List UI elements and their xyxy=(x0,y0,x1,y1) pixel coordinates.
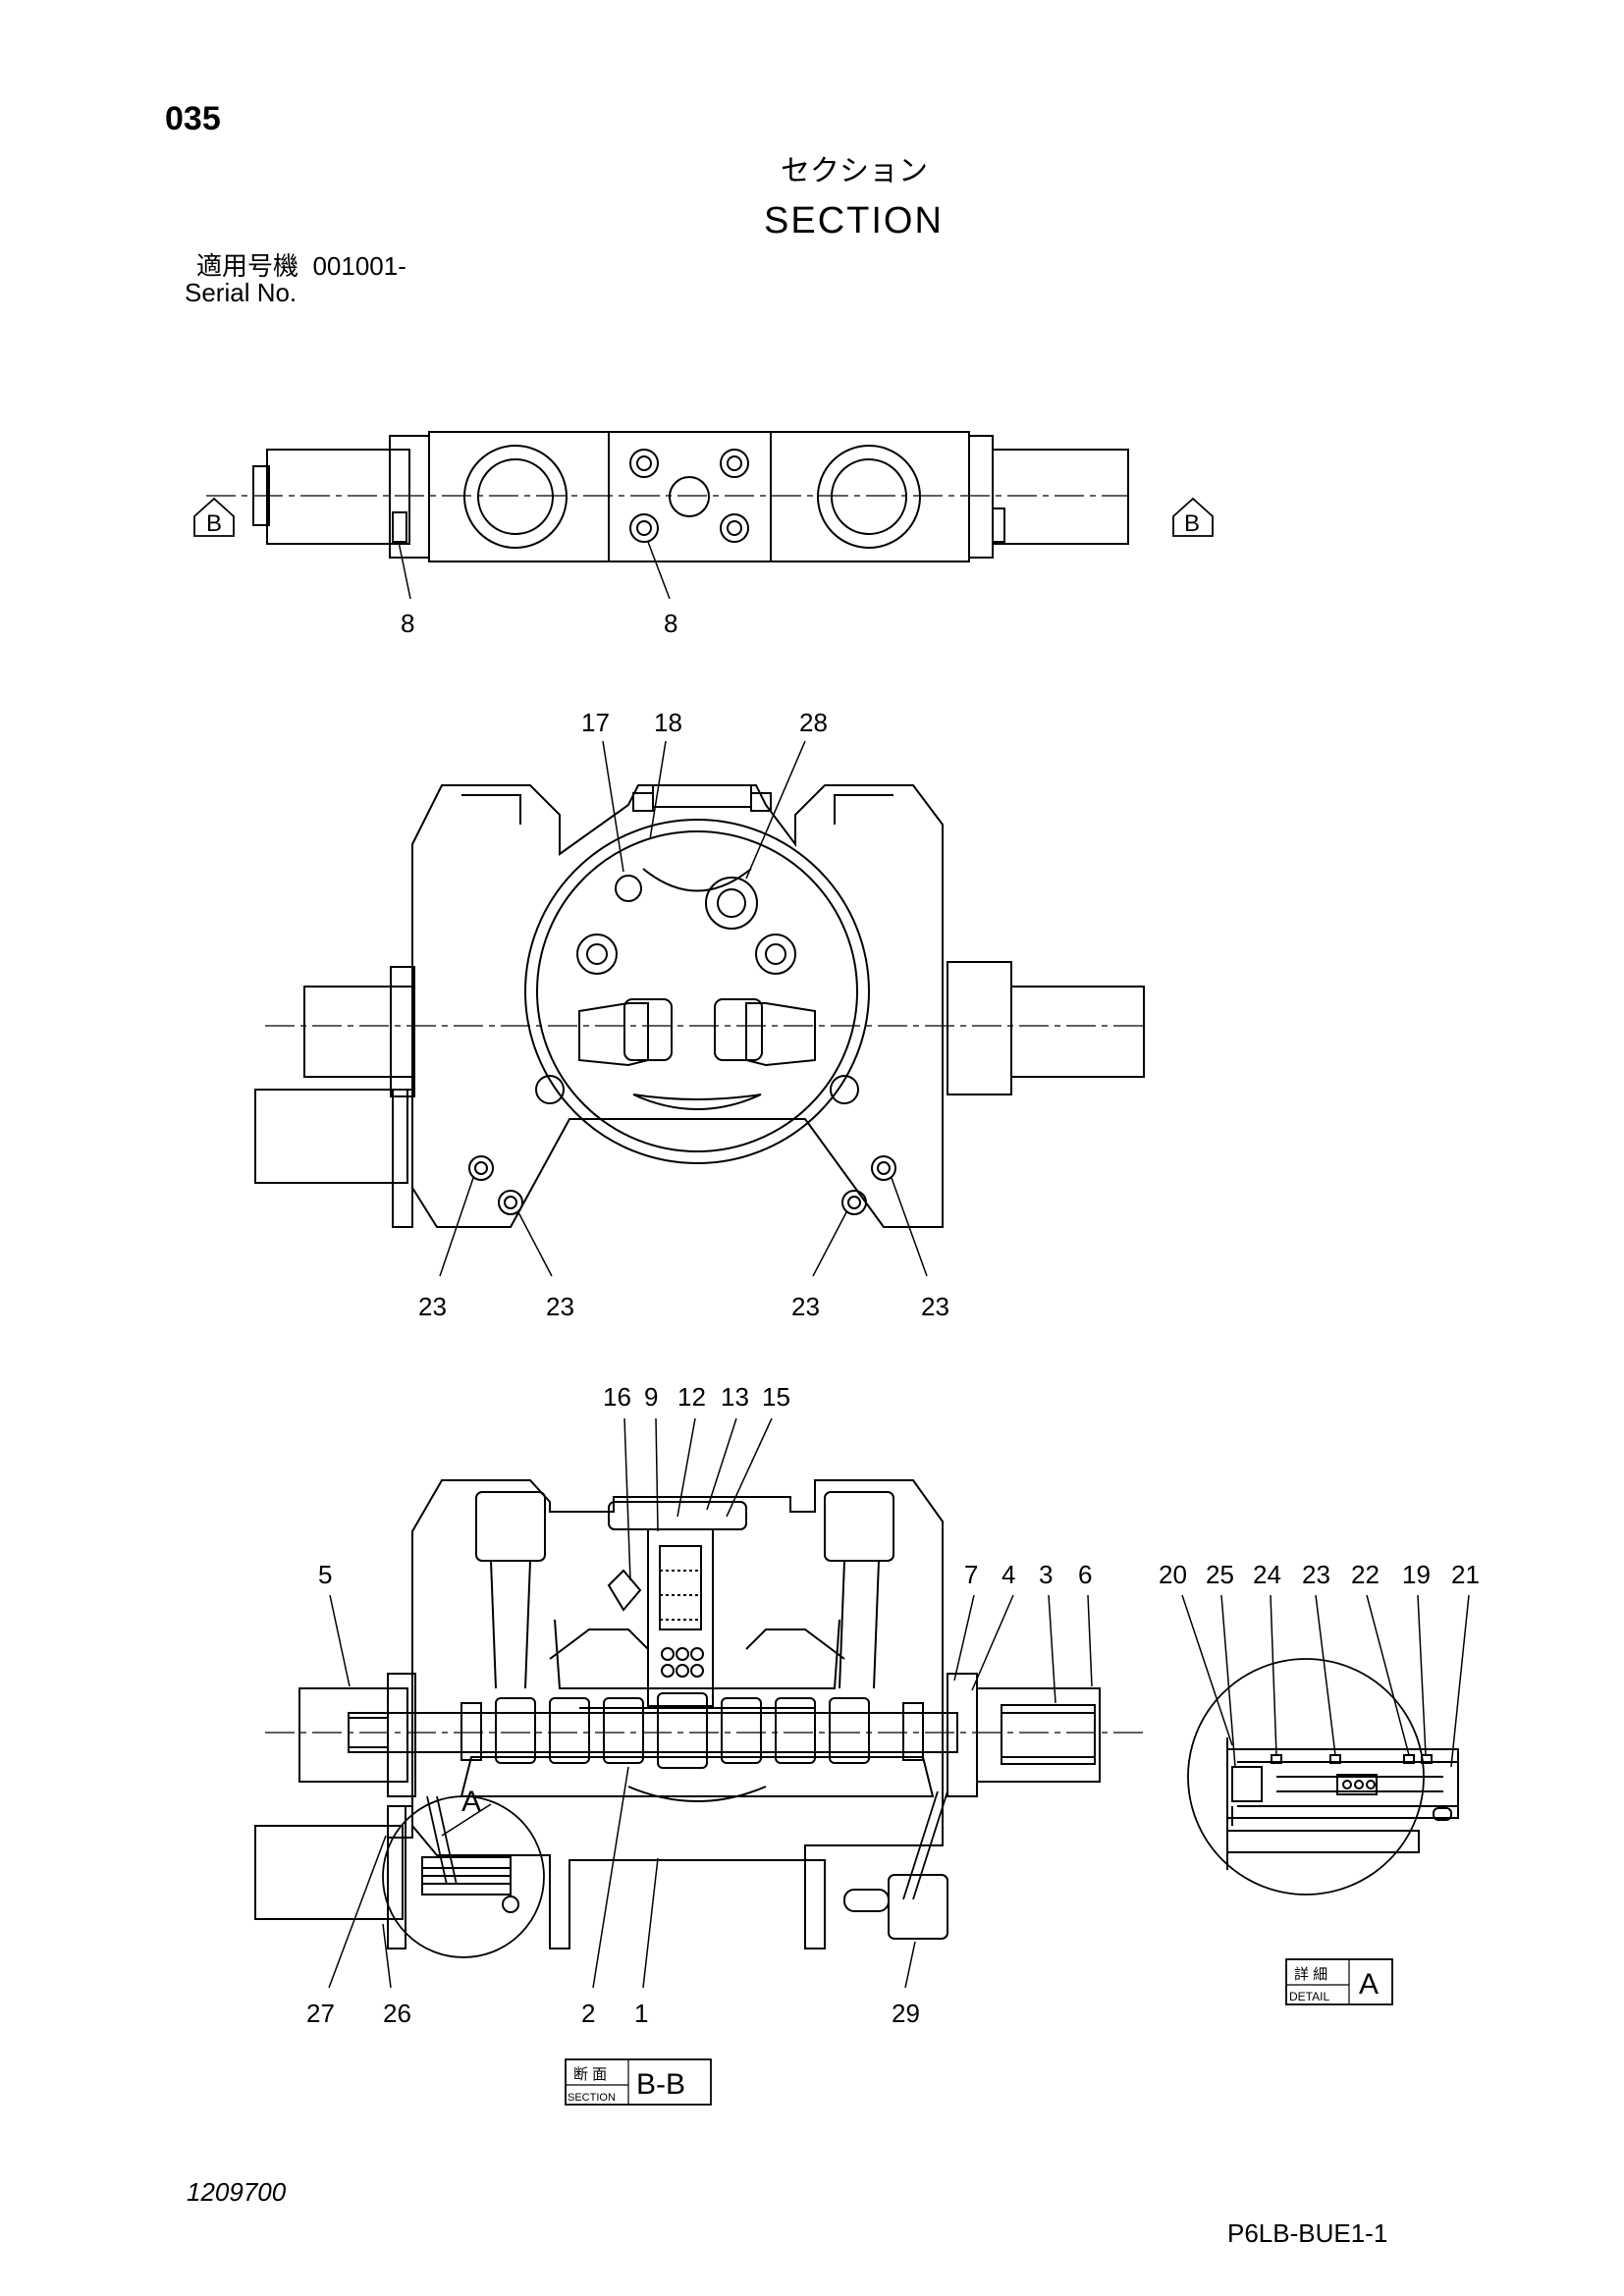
section-label-jp: 断 面 xyxy=(573,2066,607,2083)
callout-7: 7 xyxy=(964,1560,978,1589)
callout-3: 3 xyxy=(1039,1560,1053,1589)
callout-21: 21 xyxy=(1451,1560,1480,1589)
serial-label-jp-text: 適用号機 xyxy=(196,251,299,281)
section-arrow-left-label: B xyxy=(206,510,222,537)
front-view xyxy=(254,784,1145,1228)
section-label-box: 断 面 SECTION B-B xyxy=(565,2058,712,2106)
callout-23-c: 23 xyxy=(791,1292,820,1321)
callout-19: 19 xyxy=(1402,1560,1431,1589)
section-arrow-right: B xyxy=(1172,497,1214,537)
detail-label-box: 詳 細 DETAIL A xyxy=(1285,1958,1393,2005)
callout-4: 4 xyxy=(1001,1560,1015,1589)
drawing-number: 1209700 xyxy=(187,2177,287,2207)
callout-24: 24 xyxy=(1253,1560,1281,1589)
callout-17: 17 xyxy=(581,708,610,737)
section-arrow-right-label: B xyxy=(1184,510,1200,537)
callout-23-a: 23 xyxy=(418,1292,447,1321)
callout-9: 9 xyxy=(644,1382,658,1412)
detail-id: A xyxy=(1359,1968,1379,2001)
top-view xyxy=(206,431,1129,562)
callout-18: 18 xyxy=(654,708,682,737)
section-id: B-B xyxy=(636,2068,685,2101)
callout-22: 22 xyxy=(1351,1560,1380,1589)
callout-6: 6 xyxy=(1078,1560,1092,1589)
callout-13: 13 xyxy=(721,1382,749,1412)
callout-29: 29 xyxy=(892,1999,920,2028)
callout-27: 27 xyxy=(306,1999,335,2028)
page-number: 035 xyxy=(165,100,221,137)
callout-28: 28 xyxy=(799,708,828,737)
callout-23-d: 23 xyxy=(921,1292,949,1321)
callout-25: 25 xyxy=(1206,1560,1234,1589)
callout-15: 15 xyxy=(762,1382,790,1412)
callout-16: 16 xyxy=(603,1382,631,1412)
serial-label-japanese: 適用号機 001001- xyxy=(196,253,406,279)
callout-2: 2 xyxy=(581,1999,595,2028)
detail-label-jp: 詳 細 xyxy=(1294,1966,1327,1983)
section-arrow-left: B xyxy=(193,497,235,537)
callout-5: 5 xyxy=(318,1560,332,1589)
title-japanese: セクション xyxy=(781,155,928,187)
detail-marker-a: A xyxy=(461,1786,481,1818)
section-label-en: SECTION xyxy=(568,2092,616,2104)
callout-23-b: 23 xyxy=(546,1292,574,1321)
callout-8-left: 8 xyxy=(401,609,414,638)
detail-view xyxy=(1187,1658,1459,1896)
serial-label-english: Serial No. xyxy=(185,278,298,307)
section-view xyxy=(254,1479,1144,1958)
detail-label-en: DETAIL xyxy=(1289,1990,1329,2003)
serial-value: 001001- xyxy=(312,251,406,281)
callout-20: 20 xyxy=(1159,1560,1187,1589)
callout-26: 26 xyxy=(383,1999,411,2028)
reference-code: P6LB-BUE1-1 xyxy=(1227,2218,1388,2248)
callout-12: 12 xyxy=(677,1382,706,1412)
callout-23-detail: 23 xyxy=(1302,1560,1330,1589)
title-english: SECTION xyxy=(764,200,944,241)
callout-8-right: 8 xyxy=(664,609,677,638)
callout-1: 1 xyxy=(634,1999,648,2028)
